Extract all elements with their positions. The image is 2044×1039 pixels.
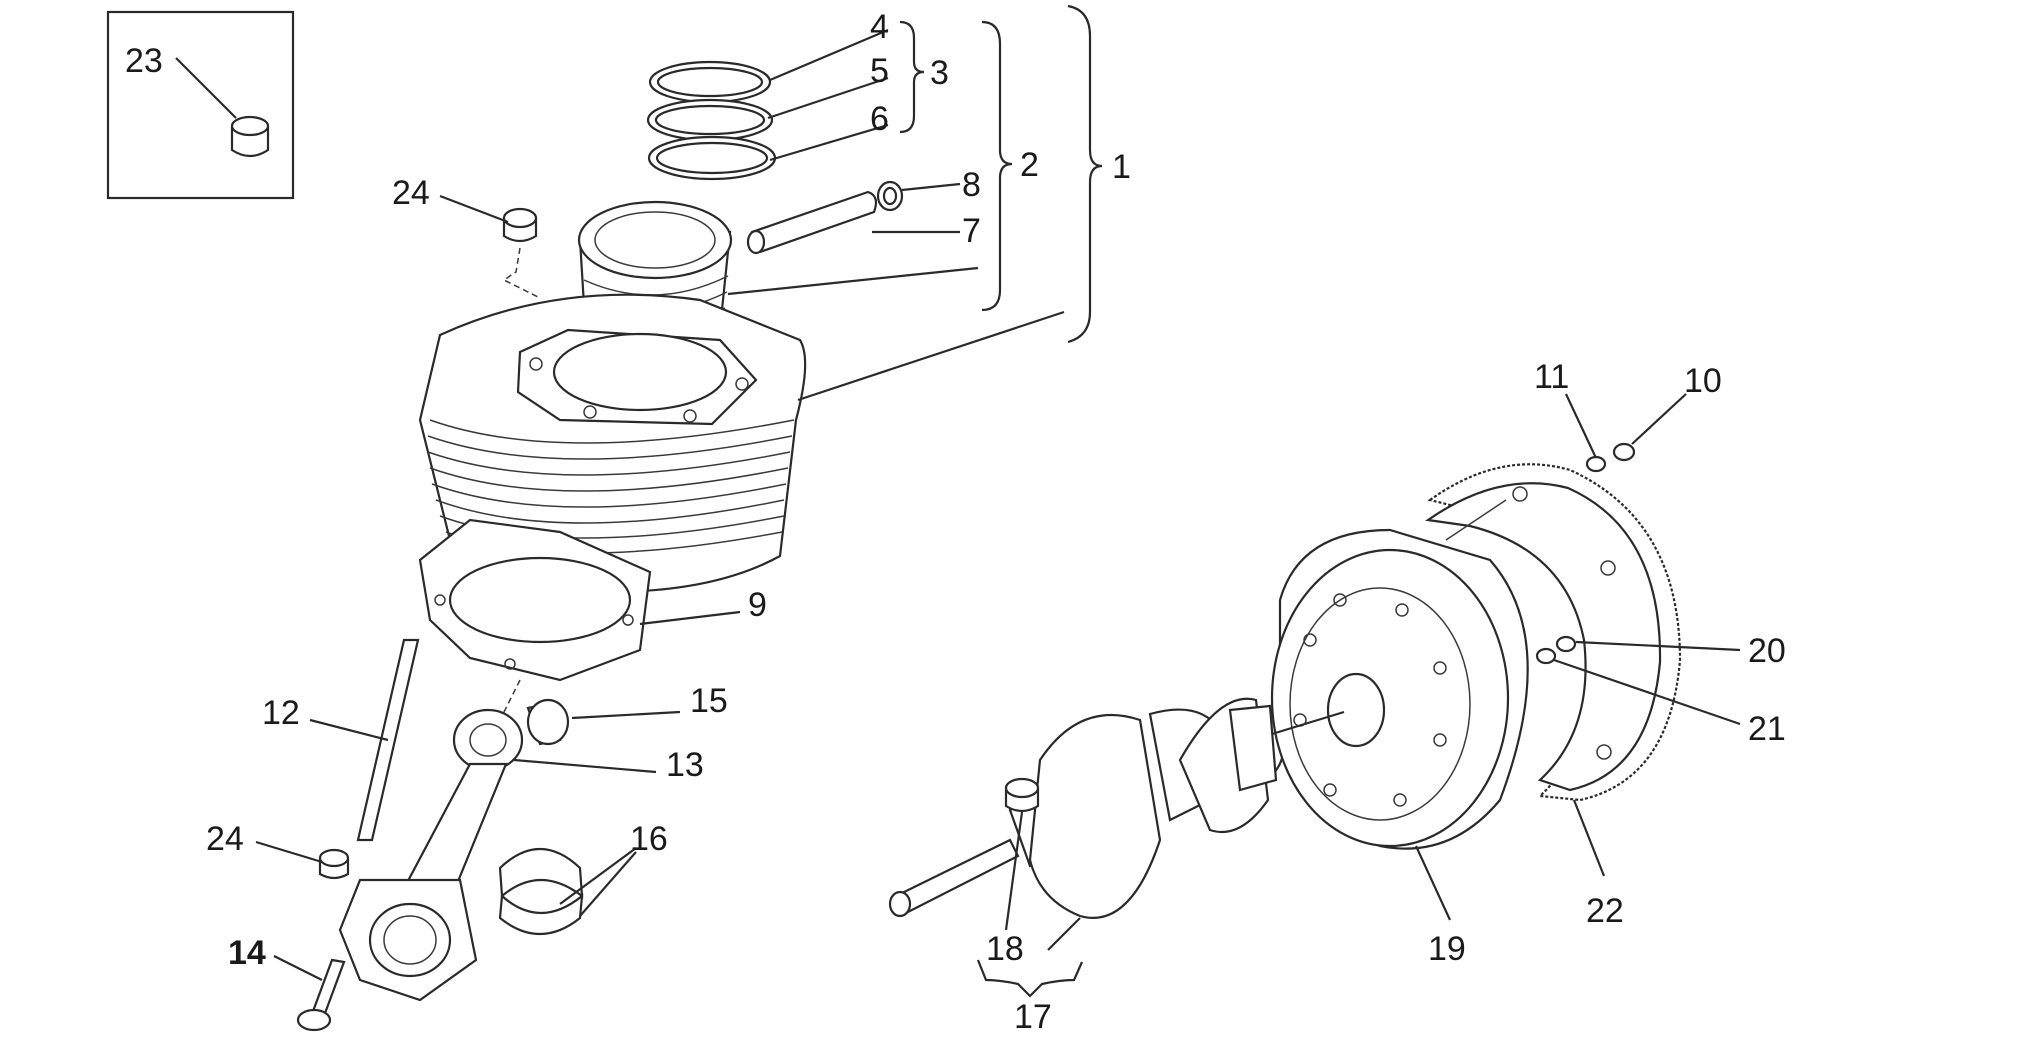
part-13-connecting-rod: [338, 708, 524, 1002]
label-23: 23: [125, 42, 163, 80]
leader-10: [1631, 393, 1687, 445]
leader-17: [1047, 917, 1081, 951]
cylinder: [418, 293, 807, 593]
label-24-bottom: 24: [206, 820, 244, 858]
label-1: 1: [1112, 148, 1131, 186]
label-7: 7: [962, 212, 981, 250]
leader-16a: [559, 847, 637, 905]
brace-3: [899, 20, 925, 134]
label-10: 10: [1684, 362, 1722, 400]
part-22-ring-gear: [1425, 463, 1682, 802]
leader-cylinder-1: [797, 310, 1065, 402]
circlip: [876, 180, 904, 212]
label-6: 6: [870, 100, 889, 138]
label-19: 19: [1428, 930, 1466, 968]
label-4: 4: [870, 8, 889, 46]
label-12: 12: [262, 694, 300, 732]
leader-8: [901, 182, 961, 192]
part-24-nut-top: [502, 207, 538, 243]
part-14-bolt: [296, 958, 346, 1032]
dashed-guide-top: [502, 247, 541, 299]
part-17-crankshaft: [888, 697, 1286, 919]
part-11-screw: [1585, 455, 1607, 473]
leader-22: [1572, 799, 1606, 877]
leader-13: [513, 758, 657, 774]
leader-24-top: [439, 194, 509, 224]
leader-9: [639, 610, 741, 626]
dashed-guide-mid: [499, 679, 521, 721]
part-9-gasket: [418, 518, 652, 682]
label-22: 22: [1586, 892, 1624, 930]
leader-18: [1004, 811, 1024, 931]
leader-24-bottom: [255, 840, 323, 864]
part-24-nut-bottom: [318, 848, 350, 880]
label-3: 3: [930, 54, 949, 92]
brace-1: [1067, 4, 1103, 344]
part-10-screw: [1612, 442, 1636, 462]
leader-23: [175, 57, 237, 119]
leader-15: [571, 710, 681, 720]
part-19-flywheel: [1270, 528, 1529, 850]
label-15: 15: [690, 682, 728, 720]
label-8: 8: [962, 166, 981, 204]
leader-5: [767, 76, 889, 120]
leader-11: [1565, 393, 1597, 459]
label-11: 11: [1534, 358, 1569, 396]
brace-17: [976, 959, 1084, 998]
leader-14: [273, 955, 323, 981]
part-21-washer: [1535, 647, 1557, 665]
leader-6: [769, 123, 889, 162]
label-9: 9: [748, 586, 767, 624]
leader-piston-2: [727, 266, 979, 296]
label-24-top: 24: [392, 174, 430, 212]
brace-2: [981, 20, 1013, 312]
label-2: 2: [1020, 146, 1039, 184]
label-20: 20: [1748, 632, 1786, 670]
label-18: 18: [986, 930, 1024, 968]
piston-rings: [646, 60, 777, 181]
label-5: 5: [870, 52, 889, 90]
part-23-shim: [230, 115, 270, 158]
part-16-bearing-shells: [498, 848, 584, 936]
label-13: 13: [666, 746, 704, 784]
leader-21: [1553, 658, 1741, 726]
label-16: 16: [630, 820, 668, 858]
part-20-screw: [1555, 635, 1577, 653]
leader-12: [309, 718, 389, 742]
leader-4: [769, 28, 889, 82]
part-15-bushing: [526, 698, 570, 746]
part-18-bushing: [1004, 777, 1040, 813]
label-21: 21: [1748, 710, 1786, 748]
leader-16b: [579, 851, 637, 917]
label-17: 17: [1014, 998, 1052, 1034]
shaft-axis-line: [1271, 710, 1345, 736]
piston-pin: [746, 190, 878, 255]
leader-19: [1415, 845, 1451, 921]
leader-20: [1575, 640, 1741, 652]
label-14: 14: [228, 934, 266, 972]
inset-box: 23: [106, 10, 295, 200]
